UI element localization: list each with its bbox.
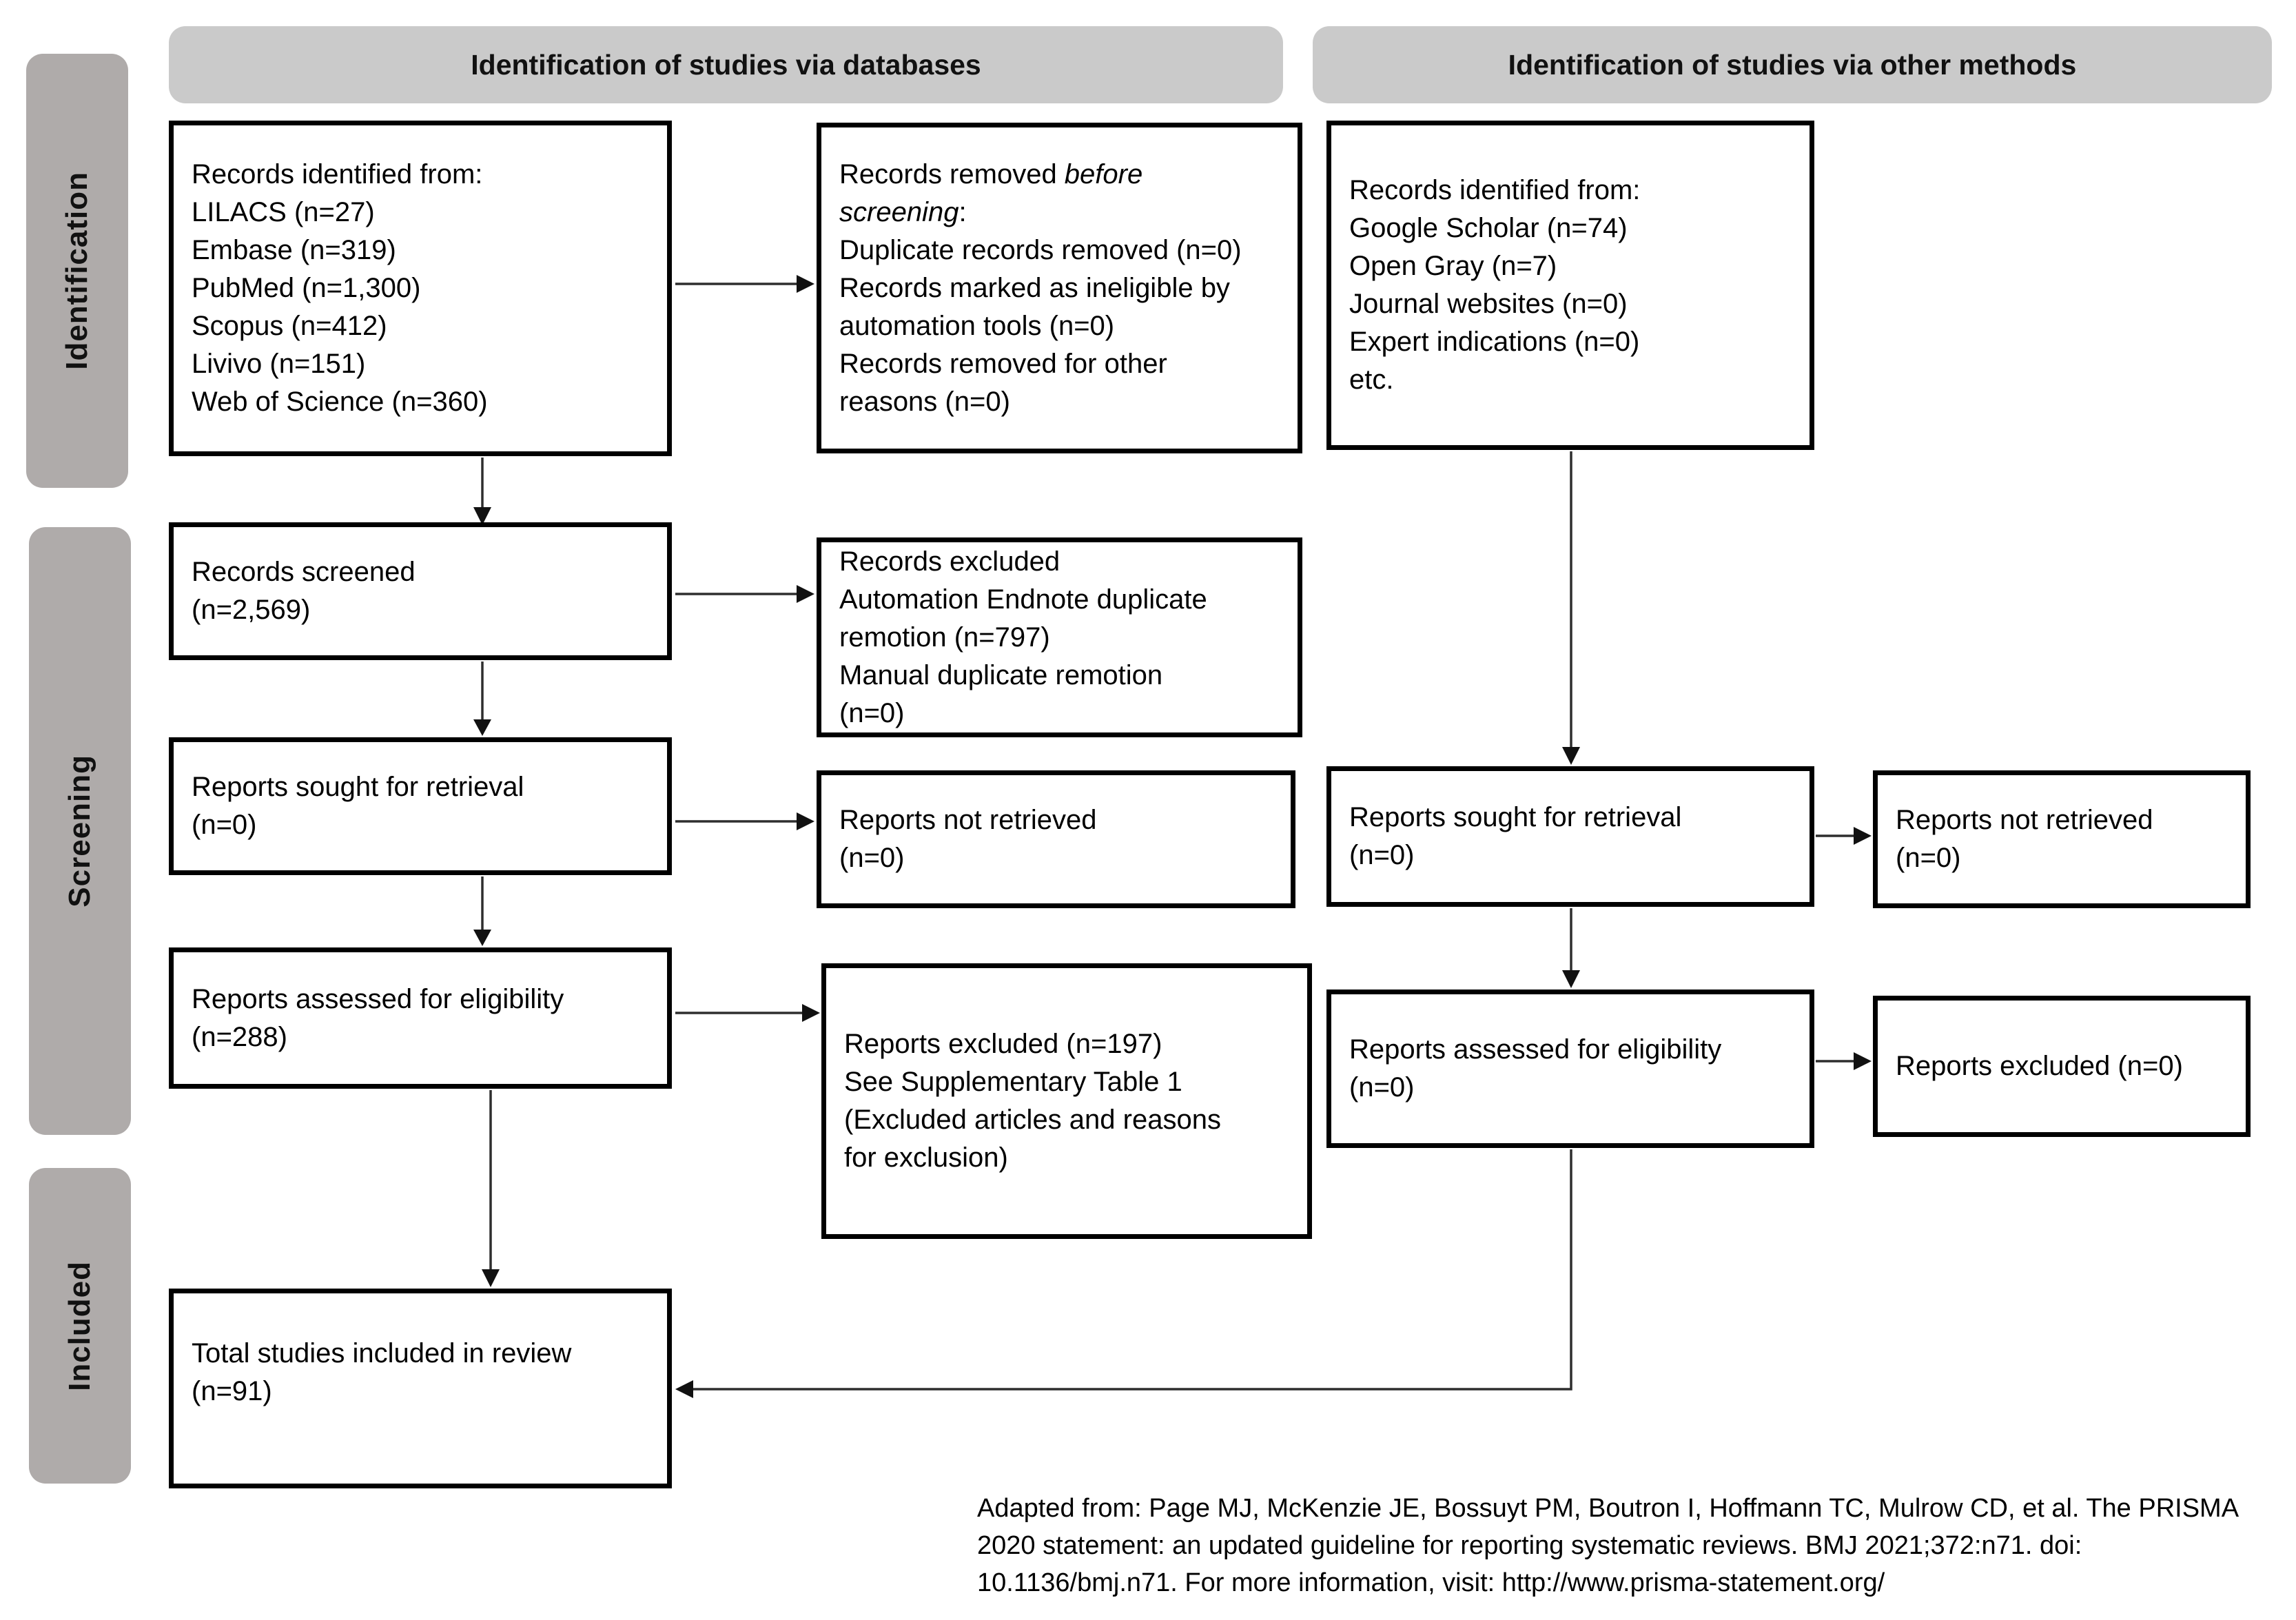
stage-label-identification-text: Identification: [60, 172, 94, 370]
box-reports-not-retrieved-other: Reports not retrieved (n=0): [1873, 770, 2251, 908]
header-other-methods-label: Identification of studies via other meth…: [1508, 48, 2077, 81]
box-text-line: (n=0): [839, 843, 905, 873]
arrow-other-identified-to-sought: [1562, 451, 1580, 765]
box-records-excluded: Records excluded Automation Endnote dupl…: [817, 537, 1302, 737]
box-reports-not-retrieved-databases: Reports not retrieved (n=0): [817, 770, 1295, 908]
arrow-other-assessed-to-excluded: [1816, 1052, 1872, 1070]
box-text-line: Records marked as ineligible by: [839, 272, 1230, 303]
header-other-methods: Identification of studies via other meth…: [1313, 26, 2272, 103]
box-text-line: (n=0): [1349, 840, 1415, 870]
box-reports-sought-databases: Reports sought for retrieval (n=0): [169, 737, 672, 875]
box-text-line: Google Scholar (n=74): [1349, 213, 1628, 243]
box-text-line: Reports sought for retrieval: [1349, 802, 1682, 832]
box-text-line: Reports sought for retrieval: [192, 772, 524, 802]
box-text-line: Records identified from:: [192, 159, 483, 189]
box-text-line: Reports excluded (n=0): [1896, 1051, 2183, 1081]
box-text-line: Reports not retrieved: [1896, 805, 2153, 835]
box-text-line: (n=288): [192, 1021, 287, 1052]
records-removed-normal: Records removed: [839, 158, 1065, 189]
box-text-line: Records removed for other: [839, 348, 1167, 379]
box-records-identified-databases: Records identified from: LILACS (n=27) E…: [169, 121, 672, 456]
box-text-line: reasons (n=0): [839, 386, 1010, 417]
stage-label-screening-text: Screening: [63, 755, 96, 908]
citation-line: 10.1136/bmj.n71. For more information, v…: [977, 1568, 1885, 1597]
box-text-line: Livivo (n=151): [192, 349, 366, 379]
box-text-line: (n=0): [1349, 1072, 1415, 1103]
header-databases-label: Identification of studies via databases: [471, 48, 981, 81]
box-text-line: Records excluded: [839, 546, 1060, 577]
box-text-line: screening:: [839, 194, 1285, 232]
box-text-line: Embase (n=319): [192, 235, 396, 265]
box-text-line: (n=91): [192, 1376, 272, 1406]
citation: Adapted from: Page MJ, McKenzie JE, Boss…: [977, 1490, 2296, 1601]
header-databases: Identification of studies via databases: [169, 26, 1283, 103]
arrow-assessed-to-total-included: [482, 1090, 500, 1287]
box-text-line: automation tools (n=0): [839, 310, 1115, 341]
box-text-line: Reports excluded (n=197): [844, 1029, 1162, 1059]
box-text-line: (Excluded articles and reasons: [844, 1105, 1221, 1135]
records-removed-italic: screening: [839, 196, 959, 227]
arrow-other-sought-to-not-retrieved: [1816, 827, 1872, 845]
box-total-included: Total studies included in review (n=91): [169, 1289, 672, 1488]
box-reports-excluded-databases: Reports excluded (n=197) See Supplementa…: [821, 963, 1312, 1239]
box-text-line: Scopus (n=412): [192, 311, 387, 341]
box-text-line: Open Gray (n=7): [1349, 251, 1557, 281]
box-text-line: (n=2,569): [192, 595, 311, 625]
box-records-removed: Records removed before screening: Duplic…: [817, 123, 1302, 453]
box-text-line: for exclusion): [844, 1142, 1008, 1173]
box-text-line: Manual duplicate remotion: [839, 659, 1163, 690]
box-text-line: remotion (n=797): [839, 622, 1050, 653]
box-text-line: (n=0): [192, 810, 257, 840]
box-text-line: See Supplementary Table 1: [844, 1067, 1182, 1097]
box-text-line: Expert indications (n=0): [1349, 327, 1640, 357]
box-text-line: Reports assessed for eligibility: [192, 983, 564, 1014]
citation-line: 2020 statement: an updated guideline for…: [977, 1531, 2082, 1560]
box-text-line: Records removed before: [839, 156, 1285, 194]
box-text-line: Records identified from:: [1349, 175, 1641, 205]
box-text-line: Reports assessed for eligibility: [1349, 1034, 1722, 1065]
box-text-line: (n=0): [839, 697, 905, 728]
arrow-db-identified-to-records-removed: [675, 275, 814, 293]
arrow-screened-to-sought: [473, 662, 491, 736]
arrow-screened-to-records-excluded: [675, 585, 814, 603]
box-text-line: Duplicate records removed (n=0): [839, 234, 1242, 265]
box-text-line: etc.: [1349, 365, 1394, 395]
box-records-identified-other: Records identified from: Google Scholar …: [1326, 121, 1814, 450]
box-text-line: LILACS (n=27): [192, 197, 375, 227]
box-reports-assessed-other: Reports assessed for eligibility (n=0): [1326, 990, 1814, 1148]
box-text-line: Journal websites (n=0): [1349, 289, 1628, 319]
arrow-sought-to-not-retrieved: [675, 812, 814, 830]
stage-label-included: Included: [29, 1168, 131, 1484]
arrow-assessed-to-reports-excluded: [675, 1004, 820, 1022]
stage-label-included-text: Included: [63, 1260, 96, 1391]
arrow-other-sought-to-assessed: [1562, 908, 1580, 988]
box-reports-sought-other: Reports sought for retrieval (n=0): [1326, 766, 1814, 907]
box-text-line: Automation Endnote duplicate: [839, 584, 1207, 615]
box-text-line: Reports not retrieved: [839, 805, 1097, 835]
box-text-line: Web of Science (n=360): [192, 387, 488, 417]
box-reports-excluded-other: Reports excluded (n=0): [1873, 996, 2251, 1137]
stage-label-screening: Screening: [29, 527, 131, 1135]
records-removed-italic: before: [1064, 158, 1143, 189]
stage-label-identification: Identification: [26, 54, 128, 488]
box-text-line: Total studies included in review: [192, 1338, 572, 1368]
arrow-db-identified-to-screened: [473, 458, 491, 525]
box-records-screened: Records screened (n=2,569): [169, 522, 672, 660]
box-text-line: Records screened: [192, 557, 416, 587]
arrow-sought-to-assessed: [473, 876, 491, 946]
box-text-line: PubMed (n=1,300): [192, 273, 421, 303]
citation-line: Adapted from: Page MJ, McKenzie JE, Boss…: [977, 1494, 2239, 1523]
records-removed-normal: :: [959, 196, 967, 227]
box-reports-assessed-databases: Reports assessed for eligibility (n=288): [169, 947, 672, 1089]
box-text-line: (n=0): [1896, 843, 1961, 873]
